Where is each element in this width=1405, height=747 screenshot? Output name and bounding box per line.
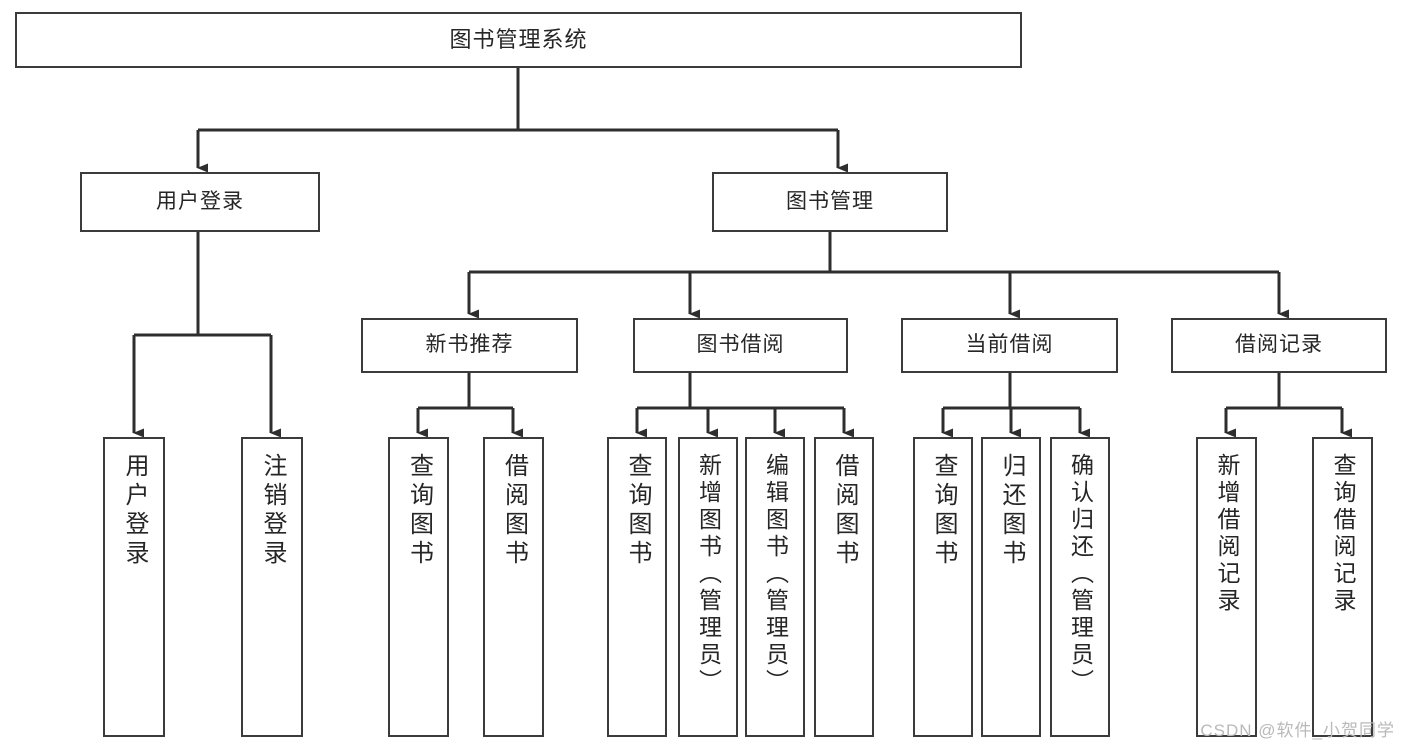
node-label: 查询图书 bbox=[405, 453, 433, 569]
node-label: 查询图书 bbox=[930, 453, 957, 569]
node-label: 注销登录 bbox=[259, 453, 286, 569]
leaf-logout-login[interactable]: 注销登录 bbox=[241, 437, 303, 737]
node-root-system[interactable]: 图书管理系统 bbox=[15, 12, 1022, 68]
node-label: 图书借阅 bbox=[696, 333, 785, 357]
leaf-edit-book[interactable]: 编辑图书（管理员） bbox=[745, 437, 805, 737]
node-label: 借阅记录 bbox=[1235, 333, 1323, 357]
node-label: 查询借阅记录 bbox=[1330, 453, 1356, 615]
node-label: 归还图书 bbox=[998, 453, 1025, 569]
leaf-add-record[interactable]: 新增借阅记录 bbox=[1196, 437, 1257, 737]
node-book-borrow[interactable]: 图书借阅 bbox=[633, 318, 848, 373]
node-borrow-record[interactable]: 借阅记录 bbox=[1171, 318, 1387, 373]
node-label: 用户登录 bbox=[121, 453, 148, 569]
node-label: 借阅图书 bbox=[831, 453, 858, 569]
node-label: 当前借阅 bbox=[965, 333, 1054, 357]
node-label: 查询图书 bbox=[624, 453, 651, 569]
node-current-borrow[interactable]: 当前借阅 bbox=[901, 318, 1118, 373]
node-label: 借阅图书 bbox=[500, 453, 528, 569]
node-label: 确认归还（管理员） bbox=[1067, 453, 1094, 696]
node-label: 新增图书（管理员） bbox=[695, 453, 722, 696]
leaf-query-book-1[interactable]: 查询图书 bbox=[388, 437, 449, 737]
node-label: 用户登录 bbox=[156, 189, 244, 213]
leaf-query-record[interactable]: 查询借阅记录 bbox=[1312, 437, 1373, 737]
leaf-user-login[interactable]: 用户登录 bbox=[103, 437, 165, 737]
node-label: 新增借阅记录 bbox=[1214, 453, 1240, 615]
node-book-manage[interactable]: 图书管理 bbox=[712, 172, 948, 232]
node-label: 图书管理 bbox=[786, 189, 874, 213]
node-label: 图书管理系统 bbox=[449, 27, 588, 53]
leaf-query-book-3[interactable]: 查询图书 bbox=[913, 437, 973, 737]
leaf-query-book-2[interactable]: 查询图书 bbox=[607, 437, 667, 737]
node-new-book-recommend[interactable]: 新书推荐 bbox=[361, 318, 578, 373]
leaf-add-book[interactable]: 新增图书（管理员） bbox=[678, 437, 738, 737]
leaf-borrow-book-1[interactable]: 借阅图书 bbox=[483, 437, 544, 737]
node-user-login[interactable]: 用户登录 bbox=[80, 172, 320, 232]
leaf-return-book[interactable]: 归还图书 bbox=[981, 437, 1041, 737]
leaf-confirm-return[interactable]: 确认归还（管理员） bbox=[1050, 437, 1110, 737]
node-label: 新书推荐 bbox=[425, 333, 514, 357]
node-label: 编辑图书（管理员） bbox=[762, 453, 789, 696]
leaf-borrow-book-2[interactable]: 借阅图书 bbox=[814, 437, 874, 737]
